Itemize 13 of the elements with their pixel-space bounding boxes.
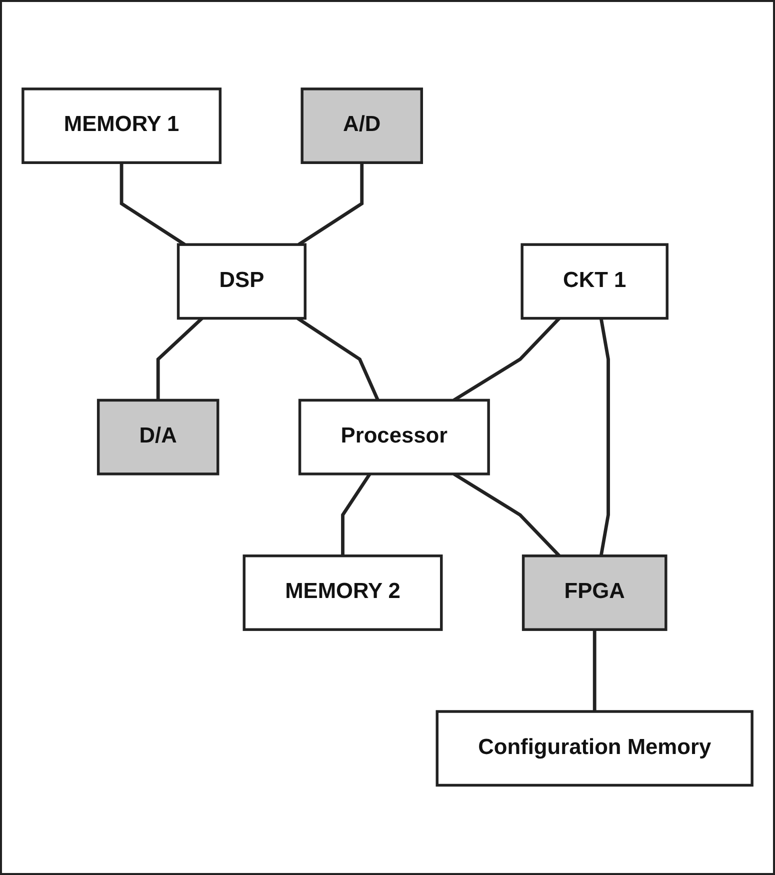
node-box: Configuration Memory (436, 710, 754, 788)
connector (592, 630, 596, 712)
node-box: FPGA (522, 554, 668, 632)
node-box: MEMORY 2 (242, 554, 443, 632)
node-box: A/D (300, 88, 423, 164)
connector (341, 473, 372, 556)
node-box: DSP (176, 244, 306, 320)
connector (599, 318, 610, 557)
connector (296, 317, 380, 402)
node-box: Processor (298, 399, 490, 476)
node-box: CKT 1 (520, 244, 668, 320)
node-box: D/A (96, 399, 220, 476)
node-box: MEMORY 1 (22, 88, 222, 164)
